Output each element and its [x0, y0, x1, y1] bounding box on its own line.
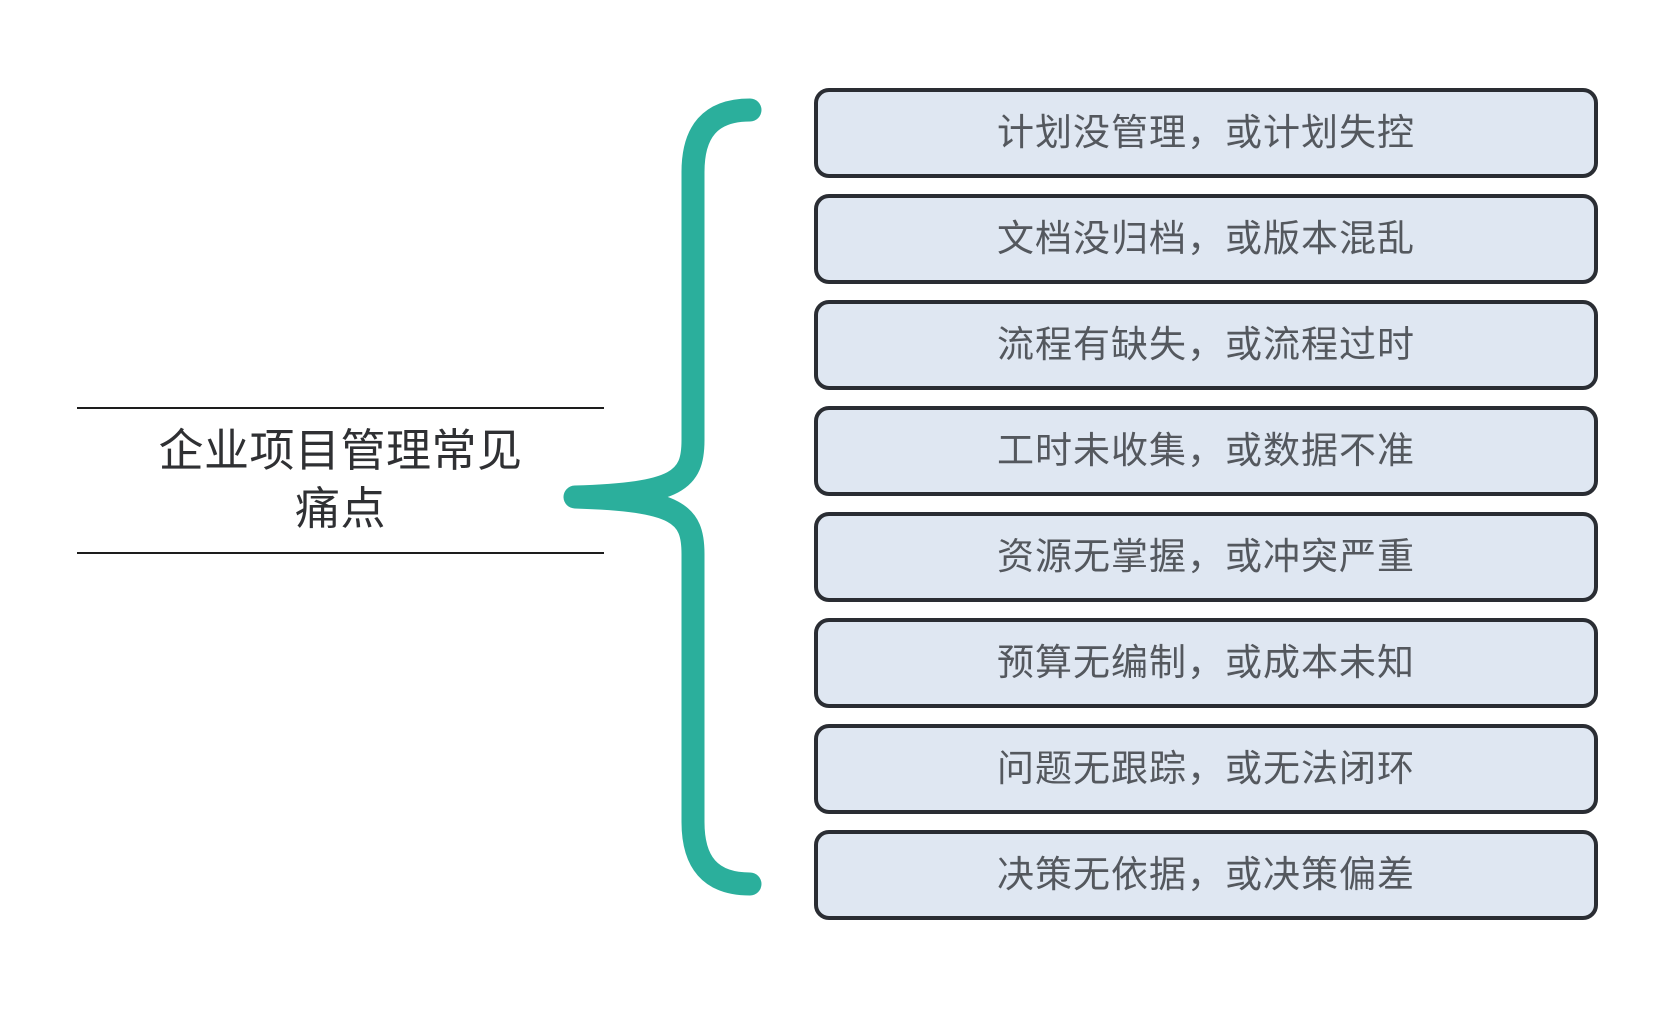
leaf-box-8[interactable]: 决策无依据，或决策偏差 — [814, 830, 1598, 920]
root-rule-bottom — [77, 552, 604, 554]
root-node[interactable]: 企业项目管理常见 痛点 — [77, 400, 604, 560]
leaf-box-7[interactable]: 问题无跟踪，或无法闭环 — [814, 724, 1598, 814]
leaf-box-4[interactable]: 工时未收集，或数据不准 — [814, 406, 1598, 496]
leaf-box-2[interactable]: 文档没归档，或版本混乱 — [814, 194, 1598, 284]
leaf-box-3[interactable]: 流程有缺失，或流程过时 — [814, 300, 1598, 390]
leaf-box-label: 计划没管理，或计划失控 — [997, 111, 1415, 154]
leaf-box-6[interactable]: 预算无编制，或成本未知 — [814, 618, 1598, 708]
leaf-box-label: 资源无掌握，或冲突严重 — [997, 535, 1415, 578]
leaf-box-label: 预算无编制，或成本未知 — [997, 641, 1415, 684]
leaf-box-label: 决策无依据，或决策偏差 — [997, 853, 1415, 896]
leaf-box-list: 计划没管理，或计划失控 文档没归档，或版本混乱 流程有缺失，或流程过时 工时未收… — [814, 88, 1598, 968]
leaf-box-label: 工时未收集，或数据不准 — [997, 429, 1415, 472]
leaf-box-5[interactable]: 资源无掌握，或冲突严重 — [814, 512, 1598, 602]
root-title: 企业项目管理常见 痛点 — [158, 424, 523, 535]
leaf-box-label: 问题无跟踪，或无法闭环 — [997, 747, 1415, 790]
leaf-box-label: 文档没归档，或版本混乱 — [997, 217, 1415, 260]
leaf-box-1[interactable]: 计划没管理，或计划失控 — [814, 88, 1598, 178]
root-rule-top — [77, 407, 604, 409]
leaf-box-label: 流程有缺失，或流程过时 — [997, 323, 1415, 366]
